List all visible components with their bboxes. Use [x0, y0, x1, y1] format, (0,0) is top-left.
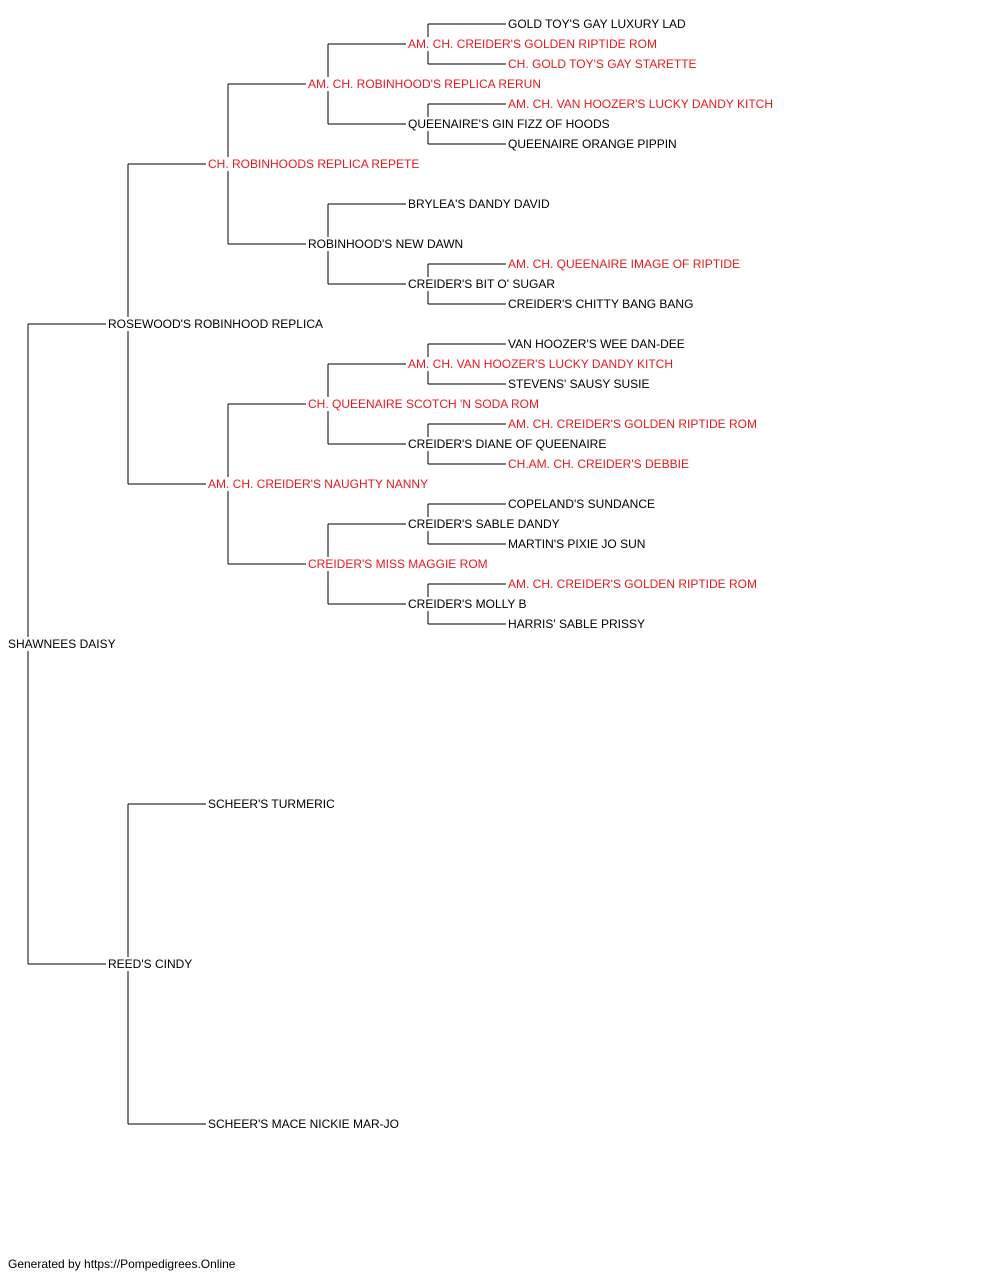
- ancestor-name-gen2-slot0[interactable]: CH. ROBINHOODS REPLICA REPETE: [208, 157, 422, 171]
- ancestor-name-gen5-slot3[interactable]: QUEENAIRE ORANGE PIPPIN: [508, 137, 679, 151]
- ancestor-name-gen5-slot0[interactable]: GOLD TOY'S GAY LUXURY LAD: [508, 17, 688, 31]
- ancestor-name-gen4-slot3[interactable]: CREIDER'S BIT O' SUGAR: [408, 277, 558, 291]
- ancestor-name-gen4-slot5[interactable]: CREIDER'S DIANE OF QUEENAIRE: [408, 437, 609, 451]
- ancestor-name-gen3-slot3[interactable]: CREIDER'S MISS MAGGIE ROM: [308, 557, 490, 571]
- subject-dog-name[interactable]: SHAWNEES DAISY: [8, 637, 118, 651]
- ancestor-name-gen5-slot2[interactable]: AM. CH. VAN HOOZER'S LUCKY DANDY KITCH: [508, 97, 776, 111]
- ancestor-name-gen5-slot12[interactable]: COPELAND'S SUNDANCE: [508, 497, 657, 511]
- ancestor-name-gen4-slot2[interactable]: BRYLEA'S DANDY DAVID: [408, 197, 552, 211]
- ancestor-name-gen5-slot9[interactable]: STEVENS' SAUSY SUSIE: [508, 377, 652, 391]
- ancestor-name-gen3-slot0[interactable]: AM. CH. ROBINHOOD'S REPLICA RERUN: [308, 77, 543, 91]
- ancestor-name-gen5-slot13[interactable]: MARTIN'S PIXIE JO SUN: [508, 537, 648, 551]
- generated-by-footer: Generated by https://Pompedigrees.Online: [8, 1257, 236, 1271]
- ancestor-name-gen5-slot14[interactable]: AM. CH. CREIDER'S GOLDEN RIPTIDE ROM: [508, 577, 759, 591]
- ancestor-name-gen2-slot3[interactable]: SCHEER'S MACE NICKIE MAR-JO: [208, 1117, 401, 1131]
- ancestor-name-gen3-slot2[interactable]: CH. QUEENAIRE SCOTCH 'N SODA ROM: [308, 397, 541, 411]
- ancestor-name-gen1-slot1[interactable]: REED'S CINDY: [108, 957, 195, 971]
- ancestor-name-gen4-slot4[interactable]: AM. CH. VAN HOOZER'S LUCKY DANDY KITCH: [408, 357, 676, 371]
- ancestor-name-gen1-slot0[interactable]: ROSEWOOD'S ROBINHOOD REPLICA: [108, 317, 325, 331]
- ancestor-name-gen5-slot1[interactable]: CH. GOLD TOY'S GAY STARETTE: [508, 57, 699, 71]
- ancestor-name-gen4-slot0[interactable]: AM. CH. CREIDER'S GOLDEN RIPTIDE ROM: [408, 37, 659, 51]
- ancestor-name-gen2-slot2[interactable]: SCHEER'S TURMERIC: [208, 797, 337, 811]
- ancestor-name-gen4-slot1[interactable]: QUEENAIRE'S GIN FIZZ OF HOODS: [408, 117, 612, 131]
- ancestor-name-gen5-slot11[interactable]: CH.AM. CH. CREIDER'S DEBBIE: [508, 457, 691, 471]
- ancestor-name-gen3-slot1[interactable]: ROBINHOOD'S NEW DAWN: [308, 237, 466, 251]
- ancestor-name-gen5-slot8[interactable]: VAN HOOZER'S WEE DAN-DEE: [508, 337, 687, 351]
- ancestor-name-gen4-slot6[interactable]: CREIDER'S SABLE DANDY: [408, 517, 562, 531]
- ancestor-name-gen5-slot7[interactable]: CREIDER'S CHITTY BANG BANG: [508, 297, 696, 311]
- ancestor-name-gen5-slot15[interactable]: HARRIS' SABLE PRISSY: [508, 617, 648, 631]
- ancestor-name-gen2-slot1[interactable]: AM. CH. CREIDER'S NAUGHTY NANNY: [208, 477, 431, 491]
- ancestor-name-gen4-slot7[interactable]: CREIDER'S MOLLY B: [408, 597, 529, 611]
- ancestor-name-gen5-slot10[interactable]: AM. CH. CREIDER'S GOLDEN RIPTIDE ROM: [508, 417, 759, 431]
- ancestor-name-gen5-slot6[interactable]: AM. CH. QUEENAIRE IMAGE OF RIPTIDE: [508, 257, 743, 271]
